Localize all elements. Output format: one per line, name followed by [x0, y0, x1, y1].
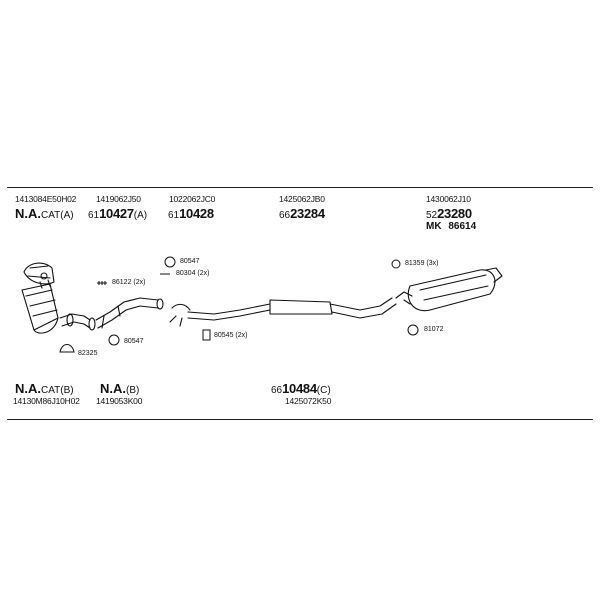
part-suffix: (A) [133, 210, 148, 221]
part-number: N.A.CAT(B) [15, 381, 74, 396]
part-prefix: N.A. [15, 206, 41, 221]
part-prefix: N.A. [15, 381, 41, 396]
connecting-pipe [59, 313, 96, 331]
rear-muffler [395, 267, 503, 312]
mk-kit-number: MK 86614 [426, 221, 476, 232]
oem-number: 1425072K50 [285, 396, 332, 406]
rubber-hanger-icon [164, 256, 176, 268]
oem-number: 1419062J50 [96, 194, 141, 204]
part-prefix: 66 [271, 385, 283, 396]
part-prefix: N.A. [100, 381, 126, 396]
top-rule [7, 187, 593, 188]
clamp-icon [202, 329, 211, 341]
part-prefix: 61 [88, 210, 100, 221]
part-prefix: 52 [426, 210, 438, 221]
part-num: 23280 [437, 206, 472, 221]
callout-label: 80547 [124, 338, 144, 345]
nut-icon [391, 259, 401, 269]
oem-number: 1022062JC0 [169, 194, 216, 204]
bottom-rule [7, 419, 593, 420]
oem-number: 14130M86J10H02 [13, 396, 80, 406]
part-suffix: (C) [316, 385, 331, 396]
part-number: 5223280 [426, 206, 472, 221]
callout-label: 81072 [424, 326, 444, 333]
callout-label: 80304 (2x) [176, 270, 210, 277]
oem-number: 1419053K00 [96, 396, 143, 406]
part-num: 23284 [290, 206, 325, 221]
part-number: N.A.CAT(A) [15, 206, 74, 221]
front-pipe [95, 297, 164, 329]
part-number: 6110428 [168, 206, 214, 221]
part-number: 6623284 [279, 206, 325, 221]
part-suffix: CAT(A) [41, 210, 74, 221]
oem-number: 1413084E50H02 [15, 194, 77, 204]
part-num: 10484 [282, 381, 317, 396]
catalytic-converter [21, 262, 59, 334]
callout-label: 86122 (2x) [112, 279, 146, 286]
part-suffix: CAT(B) [41, 385, 74, 396]
mk-value: 86614 [448, 221, 477, 232]
gasket-icon [407, 324, 419, 336]
part-number: 6110427(A) [88, 206, 147, 221]
oem-number: 1425062JB0 [279, 194, 325, 204]
clamp-u-icon [59, 344, 75, 353]
part-number: N.A.(B) [100, 381, 139, 396]
part-suffix: (B) [126, 385, 140, 396]
oem-number: 1430062J10 [426, 194, 471, 204]
callout-label: 80547 [180, 258, 200, 265]
callout-label: 80545 (2x) [214, 332, 248, 339]
part-num: 10427 [99, 206, 134, 221]
part-prefix: 66 [279, 210, 291, 221]
part-number: 6610484(C) [271, 381, 331, 396]
callout-label: 81359 (3x) [405, 260, 439, 267]
part-num: 10428 [179, 206, 214, 221]
rubber-ring-icon [108, 334, 120, 346]
callout-label: 82325 [78, 350, 98, 357]
part-prefix: 61 [168, 210, 180, 221]
spring-icon [97, 281, 107, 285]
mk-label: MK [426, 221, 442, 232]
intermediate-pipe [169, 297, 397, 327]
